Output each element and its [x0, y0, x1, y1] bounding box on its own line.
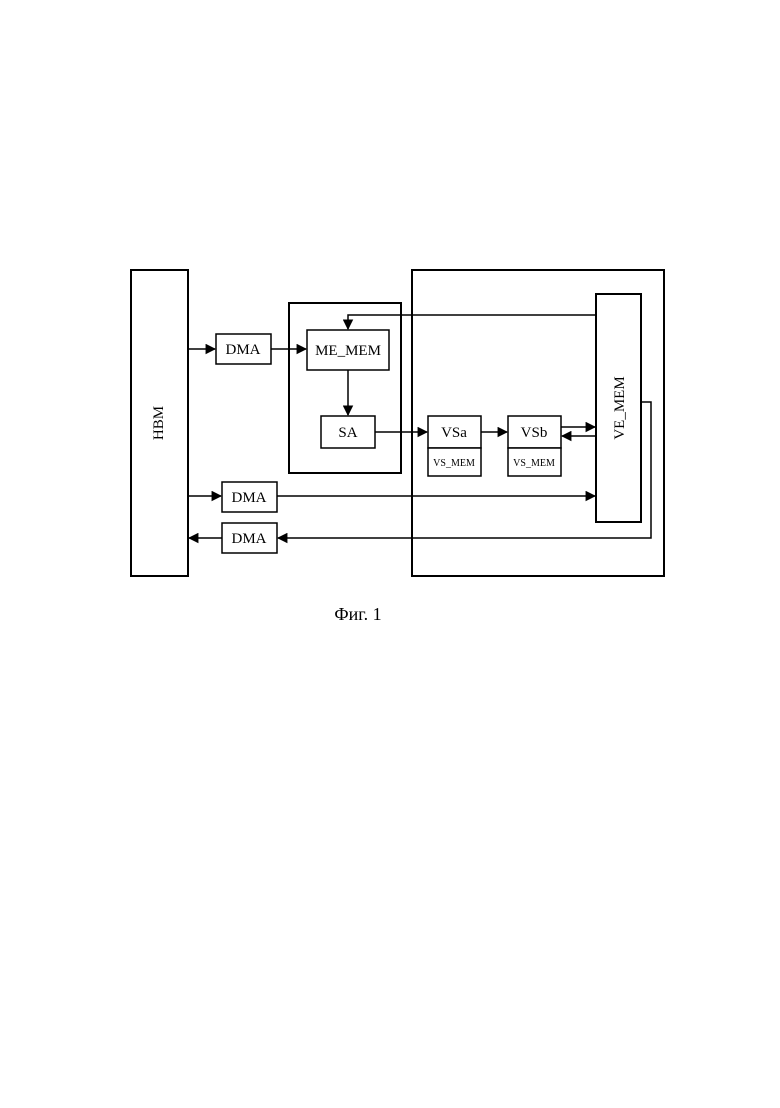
- hbm-block: HBM: [131, 270, 188, 576]
- me-mem-label: ME_MEM: [315, 343, 381, 359]
- sa-block: SA: [321, 416, 375, 448]
- figure-caption: Фиг. 1: [0, 604, 716, 625]
- arrow-ve-mem-to-me-mem: [348, 315, 596, 329]
- dma-output: DMA: [222, 523, 277, 553]
- vsa-block: VSa VS_MEM: [428, 416, 481, 476]
- vsb-label: VSb: [521, 425, 548, 441]
- vsa-label: VSa: [441, 425, 467, 441]
- dma-input-bottom: DMA: [222, 482, 277, 512]
- vsa-mem-label: VS_MEM: [433, 458, 475, 469]
- ve-mem-block: VE_MEM: [596, 294, 641, 522]
- ve-mem-label: VE_MEM: [612, 376, 628, 439]
- dma-input-bottom-label: DMA: [231, 490, 266, 506]
- sa-label: SA: [338, 425, 357, 441]
- hbm-label: HBM: [151, 406, 167, 440]
- vsb-block: VSb VS_MEM: [508, 416, 561, 476]
- dma-input-top: DMA: [216, 334, 271, 364]
- vsb-mem-label: VS_MEM: [513, 458, 555, 469]
- me-mem-block: ME_MEM: [307, 330, 389, 370]
- dma-output-label: DMA: [231, 531, 266, 547]
- dma-input-top-label: DMA: [225, 342, 260, 358]
